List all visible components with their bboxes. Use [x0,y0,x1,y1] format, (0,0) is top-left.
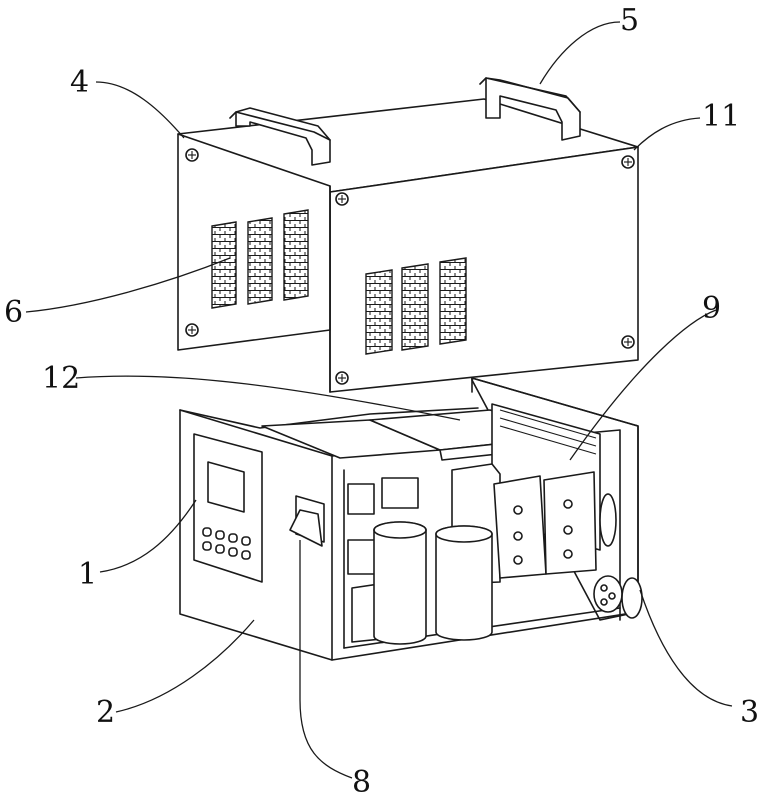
keypad-buttons [202,527,251,560]
leader-lines [25,21,733,779]
module-b [543,471,597,575]
label-11: 11 [702,99,740,134]
cover-screws [185,148,635,385]
label-3: 3 [740,695,759,730]
lower-base [179,377,643,661]
callout-labels: 4 5 11 6 12 9 1 2 3 8 [4,3,759,799]
upper-cover [177,77,639,393]
left-handle [235,107,331,166]
label-6: 6 [4,295,23,330]
label-2: 2 [96,695,115,730]
label-1: 1 [78,557,97,592]
right-handle [485,77,581,141]
capacitor-2 [435,525,493,641]
label-9: 9 [702,291,721,326]
cooling-fan [599,493,617,547]
label-12: 12 [42,361,80,396]
capacitor-1 [373,521,427,645]
internal-components [261,403,617,645]
front-vents [211,209,309,309]
display-screen [207,461,245,513]
power-switch [289,495,325,547]
label-4: 4 [70,65,89,100]
label-5: 5 [620,3,639,38]
label-8: 8 [352,765,371,799]
side-vents [365,257,467,355]
output-socket [593,575,643,619]
